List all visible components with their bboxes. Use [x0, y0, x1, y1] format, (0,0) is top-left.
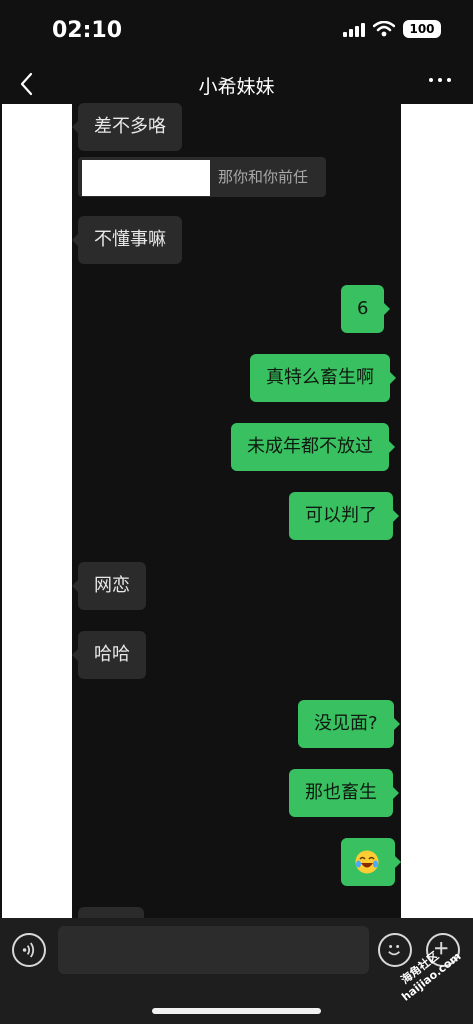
redaction-right — [401, 104, 473, 918]
home-indicator[interactable] — [152, 1008, 321, 1014]
message-bubble-outgoing[interactable]: 可以判了 — [289, 492, 399, 540]
quoted-message[interactable]: 那你和你前任 — [78, 157, 326, 197]
redaction-left — [2, 104, 72, 918]
quoted-text: 那你和你前任 — [218, 168, 309, 186]
wifi-icon — [373, 21, 395, 37]
message-bubble-outgoing[interactable]: 未成年都不放过 — [231, 423, 395, 471]
message-bubble-outgoing[interactable]: 6 — [341, 285, 391, 333]
more-options-icon[interactable] — [429, 78, 451, 82]
emoji-icon[interactable] — [378, 933, 412, 967]
message-bubble-incoming[interactable]: 网恋 — [72, 562, 146, 610]
message-input[interactable] — [58, 926, 369, 974]
message-bubble-outgoing[interactable]: 那也畜生 — [289, 769, 399, 817]
status-bar: 02:10 100 — [0, 0, 473, 64]
redaction-block — [82, 160, 210, 196]
message-bubble-incoming[interactable]: 哈哈 — [72, 631, 146, 679]
laughing-crying-face-icon — [355, 850, 379, 874]
cellular-signal-icon — [343, 21, 365, 37]
message-bubble-outgoing[interactable] — [341, 838, 401, 886]
battery-icon: 100 — [403, 20, 441, 38]
chat-title: 小希妹妹 — [198, 76, 275, 98]
message-bubble-incoming[interactable]: 差不多咯 — [72, 103, 182, 151]
status-time: 02:10 — [52, 18, 123, 43]
message-bubble-outgoing[interactable]: 真特么畜生啊 — [250, 354, 396, 402]
chat-header: 小希妹妹 — [0, 64, 473, 104]
message-bubble-outgoing[interactable]: 没见面? — [298, 700, 400, 748]
voice-input-icon[interactable] — [12, 933, 46, 967]
status-icons: 100 — [343, 20, 441, 38]
message-bubble-incoming[interactable]: 不懂事嘛 — [72, 216, 182, 264]
plus-icon[interactable] — [426, 933, 460, 967]
back-arrow-icon[interactable] — [16, 70, 40, 98]
